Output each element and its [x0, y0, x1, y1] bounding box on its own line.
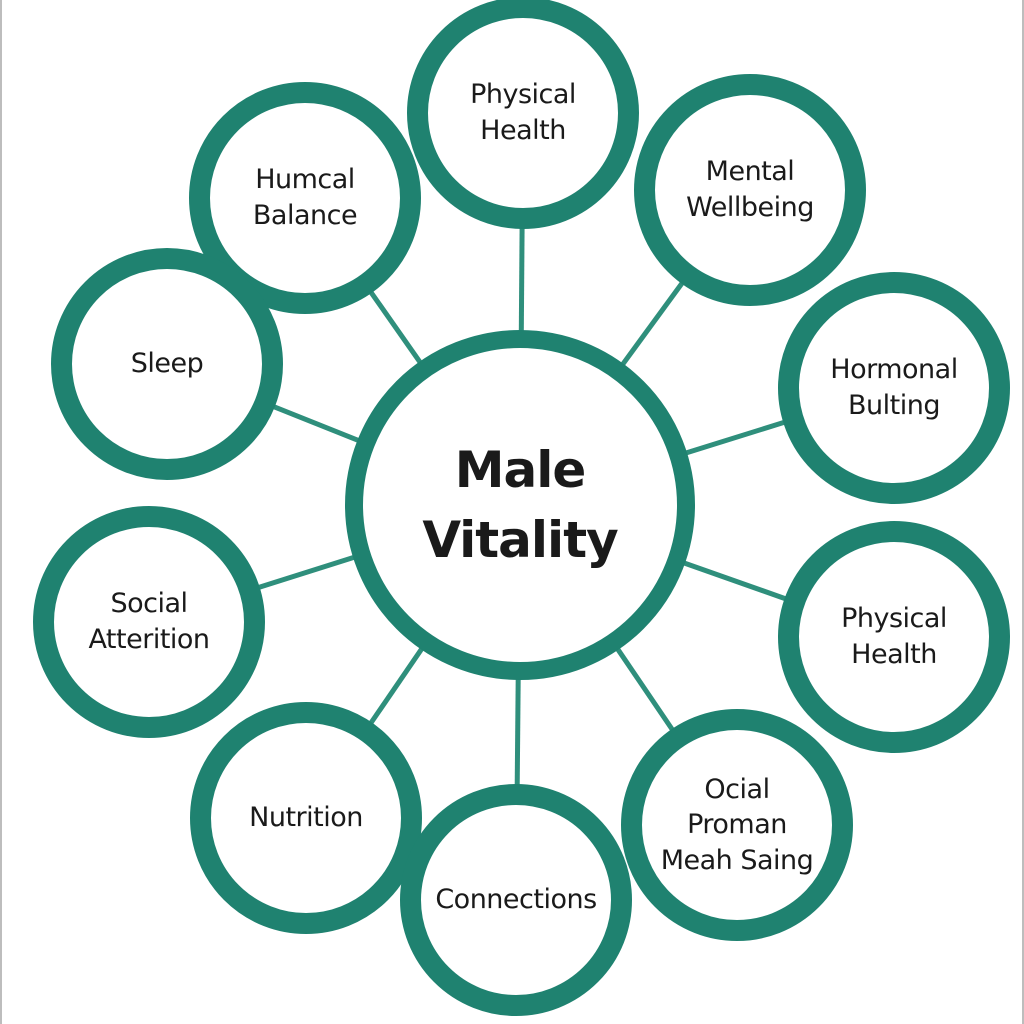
node-label-line-1: Physical [841, 603, 947, 635]
connector-hormonal-bulting [684, 419, 786, 456]
node-ocial-proman: Ocial Proman Meah Saing [621, 709, 853, 941]
node-label-line-2: Bulting [848, 390, 940, 421]
connector-connections [514, 677, 521, 787]
node-label-line-1: Nutrition [249, 802, 363, 834]
node-label-line-2: Wellbeing [686, 192, 814, 223]
connector-sleep [271, 403, 361, 444]
node-hormonal-bulting: Hormonal Bulting [778, 272, 1010, 504]
hub-male-vitality: Male Vitality [345, 330, 695, 680]
node-label-line-2: Atterition [88, 624, 210, 655]
node-connections: Connections [400, 784, 632, 1016]
node-mental-wellbeing: Mental Wellbeing [634, 74, 866, 306]
node-label-line-1: Connections [435, 884, 597, 916]
node-label-line-3: Meah Saing [660, 844, 814, 876]
node-label-line-1: Hormonal [830, 354, 958, 386]
connector-social-atterition [256, 554, 356, 591]
node-label-line-2: Health [480, 115, 566, 146]
connector-mental-wellbeing [619, 280, 685, 367]
connector-nutrition [368, 646, 425, 726]
connector-humcal-balance [368, 289, 423, 365]
node-physical-health-right: Physical Health [778, 521, 1010, 753]
connector-physical-health-right [682, 560, 788, 602]
node-label-line-2: Health [851, 639, 937, 670]
node-label-line-1: Sleep [130, 348, 204, 380]
node-label-line-1: Ocial [704, 773, 770, 805]
node-label-line-2: Proman [687, 809, 787, 841]
node-label-line-1: Social [110, 588, 188, 620]
connector-ocial-proman [615, 646, 676, 733]
node-social-atterition: Social Atterition [33, 506, 265, 738]
node-physical-health-top: Physical Health [407, 0, 639, 229]
node-label-line-1: Mental [705, 156, 795, 188]
node-label-line-1: Humcal [255, 164, 355, 196]
node-nutrition: Nutrition [190, 702, 422, 934]
hub-label-line-2: Vitality [422, 511, 618, 569]
node-label-line-1: Physical [470, 79, 576, 111]
node-sleep: Sleep [51, 248, 283, 480]
connector-physical-health-top [518, 226, 525, 333]
hub-label-line-1: Male [454, 441, 587, 499]
node-label-line-2: Balance [252, 200, 358, 231]
